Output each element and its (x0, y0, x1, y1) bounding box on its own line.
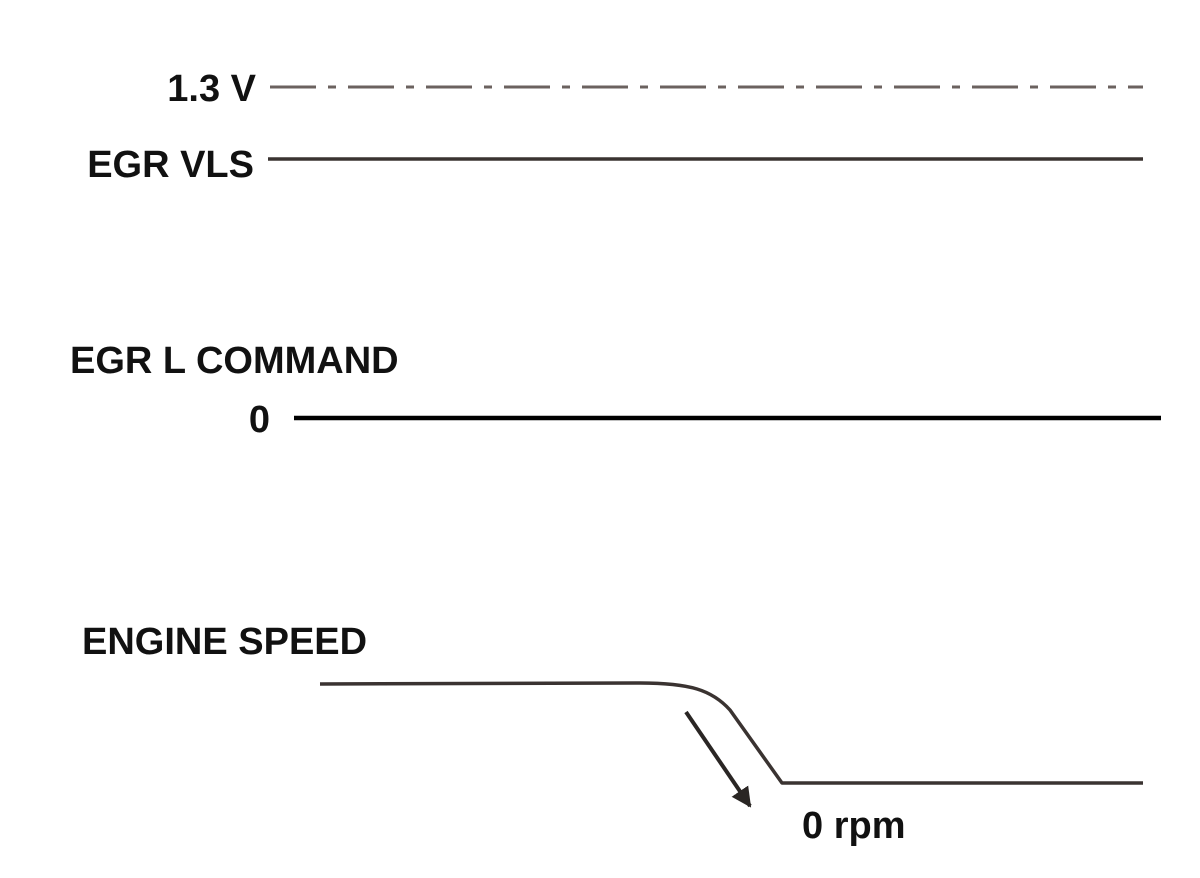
reference-voltage-label: 1.3 V (167, 68, 256, 110)
speed-decrease-arrow-icon (684, 710, 752, 808)
engine-speed-signal-line (319, 681, 1143, 785)
engine-speed-label: ENGINE SPEED (82, 621, 368, 663)
zero-rpm-label: 0 rpm (802, 805, 906, 847)
command-zero-label: 0 (248, 399, 270, 441)
egr-l-command-label: EGR L COMMAND (70, 340, 399, 382)
egr-vls-label: EGR VLS (87, 144, 254, 186)
